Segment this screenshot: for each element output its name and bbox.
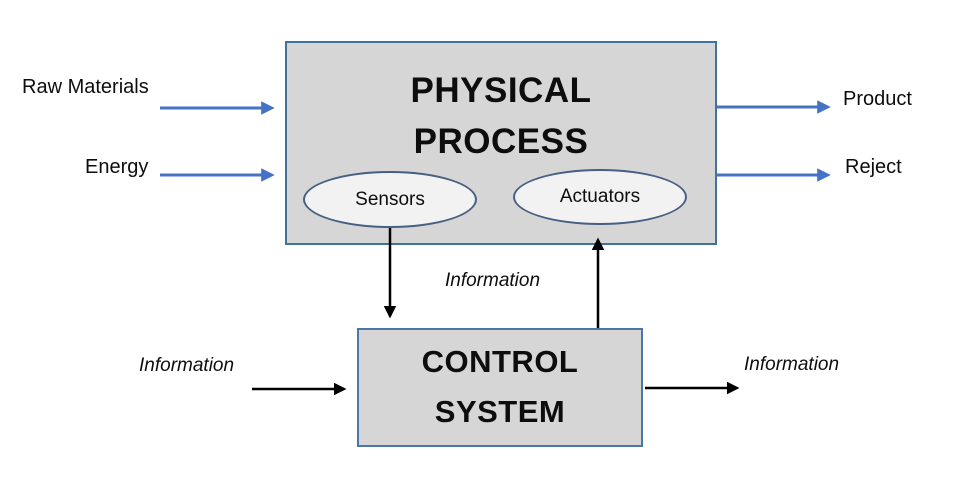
control-system-title-line2: SYSTEM bbox=[434, 394, 566, 429]
information-label-input: Information bbox=[139, 355, 235, 376]
physical-process-title: PHYSICAL PROCESS bbox=[287, 65, 715, 167]
actuators-ellipse: Actuators bbox=[513, 169, 687, 225]
physical-process-title-line2: PROCESS bbox=[413, 122, 589, 161]
reject-label: Reject bbox=[845, 156, 902, 178]
energy-label: Energy bbox=[85, 156, 149, 178]
control-system-title-line1: CONTROL bbox=[421, 344, 579, 379]
information-label-output: Information bbox=[744, 354, 840, 375]
product-label: Product bbox=[843, 88, 912, 110]
control-system-box: CONTROL SYSTEM bbox=[357, 328, 643, 447]
physical-process-title-line1: PHYSICAL bbox=[410, 71, 592, 110]
sensors-ellipse: Sensors bbox=[303, 171, 477, 228]
raw-materials-label: Raw Materials bbox=[22, 76, 149, 98]
control-system-title: CONTROL SYSTEM bbox=[359, 337, 641, 437]
actuators-label: Actuators bbox=[559, 186, 641, 207]
sensors-label: Sensors bbox=[355, 188, 425, 210]
information-label-middle: Information bbox=[444, 270, 541, 291]
